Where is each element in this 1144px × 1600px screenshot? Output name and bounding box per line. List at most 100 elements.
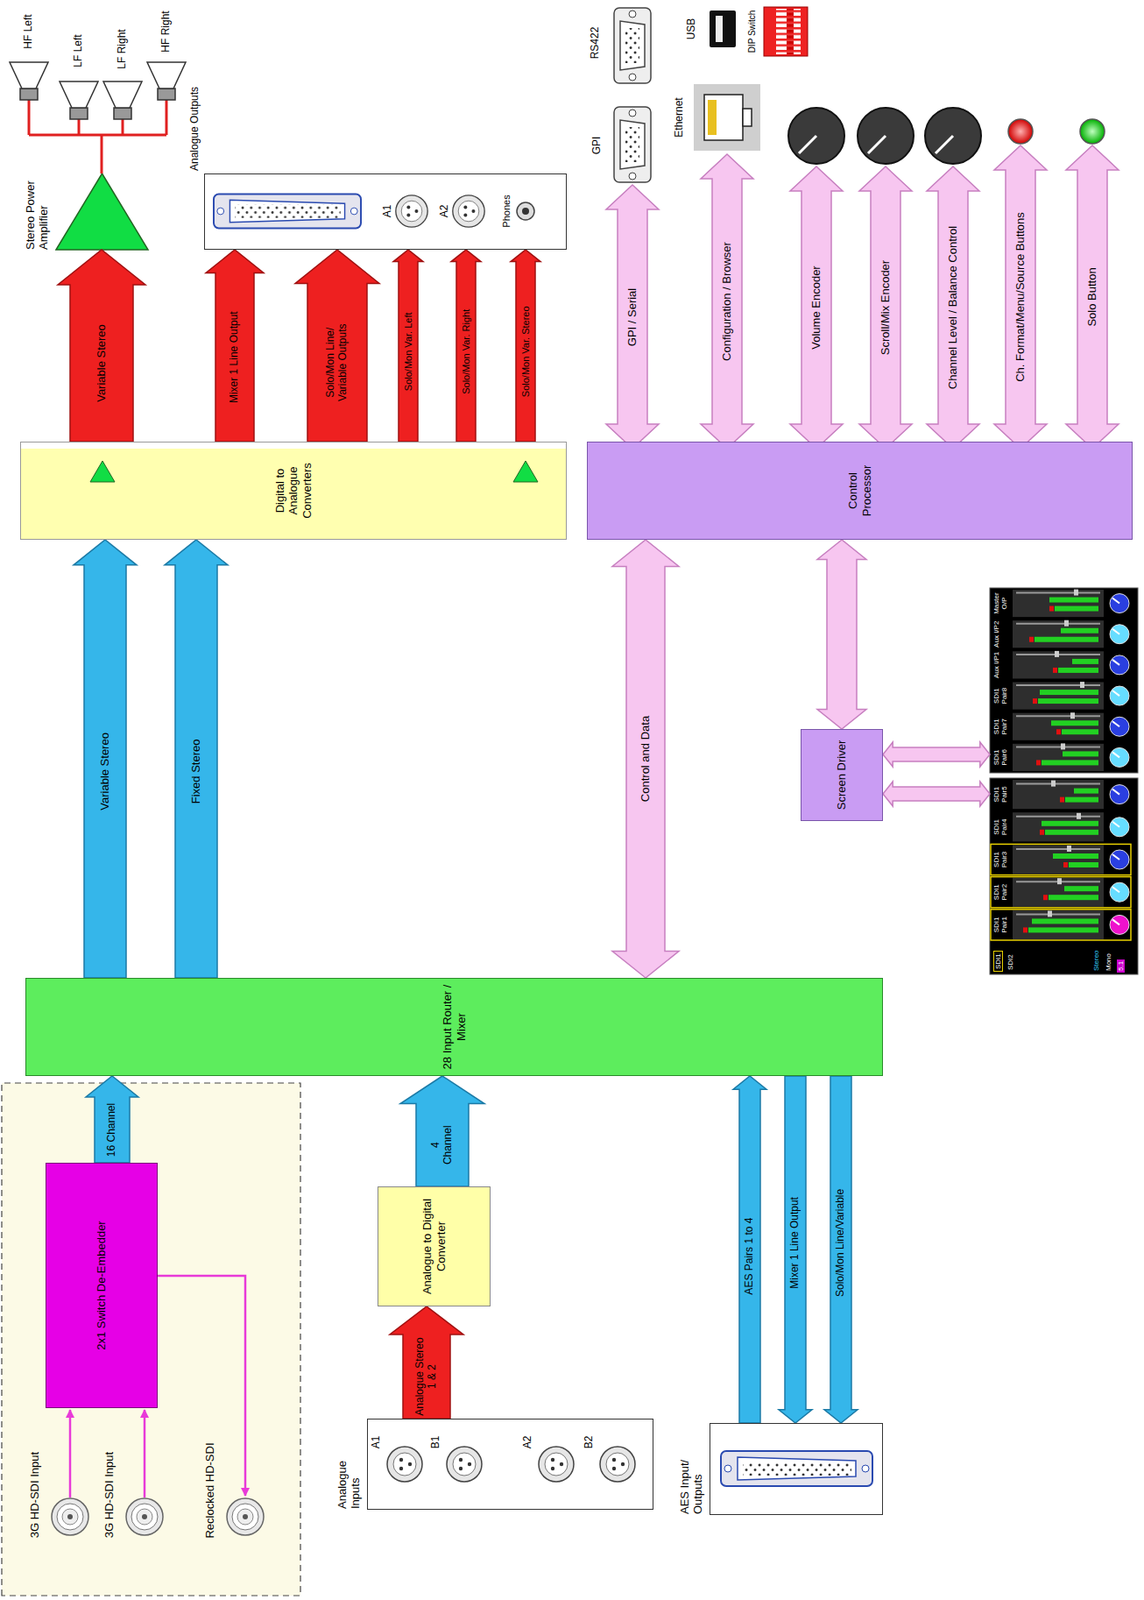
phones-jack — [522, 207, 530, 215]
meter-strip — [1109, 849, 1130, 869]
signal-arrow — [295, 249, 380, 442]
sdi-wire — [143, 1409, 147, 1498]
speaker-wire — [121, 119, 125, 135]
arrow-label: Solo/Mon Line/Variable — [834, 1078, 848, 1407]
meter-strip — [1109, 784, 1130, 805]
meter-strip — [1052, 667, 1058, 673]
control-arrow — [926, 166, 980, 449]
sdi-wire — [69, 1409, 72, 1498]
control-arrow — [606, 145, 1119, 449]
dip-switch — [763, 7, 808, 57]
arrow-label: Mixer 1 Line Output — [228, 275, 241, 439]
meter-strip — [1012, 681, 1104, 709]
meter-strip — [1012, 589, 1104, 617]
part-label: HF Left — [22, 14, 36, 49]
xlr-connector — [395, 195, 428, 227]
meter-strip — [1076, 812, 1081, 820]
bnc-connector — [226, 1497, 264, 1535]
meter-strip — [1112, 789, 1120, 795]
arrow-label: 16 Channel — [105, 1099, 119, 1160]
loudspeaker — [9, 62, 49, 89]
ethernet-port — [742, 108, 752, 127]
meter-strip — [990, 876, 1131, 908]
part-label: 3G HD-SDI Input — [28, 1451, 43, 1538]
meter-strip — [1066, 845, 1072, 852]
meter-strip — [1039, 689, 1099, 695]
signal-arrow — [57, 249, 146, 442]
part-label: B2 — [583, 1435, 596, 1449]
meter-strip — [1112, 628, 1120, 635]
meter-strip — [1109, 624, 1130, 644]
panel-heading: Analogue Outputs — [189, 65, 202, 171]
meter-strip — [1016, 745, 1101, 748]
signal-arrow — [451, 249, 481, 442]
db25-connector — [213, 194, 361, 229]
screen-body — [989, 777, 1138, 975]
meter-strip — [1041, 759, 1099, 765]
usb-port — [709, 10, 736, 48]
control-arrow — [606, 184, 659, 449]
box-label: Control Processor — [846, 442, 874, 539]
arrow-label: Variable Stereo — [98, 567, 113, 975]
part-label: A1 — [381, 204, 395, 219]
control-label: Solo Button — [1086, 267, 1100, 326]
part-label: Ethernet — [673, 97, 686, 137]
meter-strip — [1061, 728, 1099, 735]
meter-strip — [1062, 750, 1099, 756]
amplifier-symbol — [56, 173, 149, 250]
screen-label: SDI1 Pair4 — [992, 810, 1009, 843]
part-label: Phones — [501, 194, 513, 227]
dac-body — [513, 460, 538, 482]
meter-strip — [1016, 783, 1101, 785]
process-box: Screen Driver — [800, 728, 883, 821]
part-label: DIP Switch — [747, 10, 758, 54]
led-button — [1080, 119, 1105, 144]
meter-strip — [1080, 681, 1085, 688]
part-label: GPI — [591, 136, 604, 156]
meter-strip — [1012, 650, 1104, 678]
meter-strip — [990, 589, 1131, 940]
control-arrow — [994, 145, 1047, 449]
part-label: A1 — [370, 1435, 383, 1449]
speaker-wire — [77, 119, 81, 135]
ethernet-port — [693, 84, 761, 151]
process-box: Control Processor — [586, 441, 1133, 540]
amplifier-symbol — [56, 173, 149, 250]
part-label: B1 — [430, 1435, 443, 1449]
meter-strip — [1109, 685, 1130, 706]
screen-label: SDI2 — [1006, 952, 1015, 972]
meter-strip — [1112, 918, 1120, 925]
xlr-connector — [446, 1446, 482, 1482]
signal-arrow — [882, 741, 990, 767]
meter-strip — [1065, 797, 1099, 803]
xlr-connector — [452, 195, 485, 227]
screen-label: SDI1 Pair7 — [992, 711, 1009, 742]
bnc-connector — [51, 1497, 264, 1535]
meter-strip — [1012, 910, 1104, 940]
meter-strip — [1054, 650, 1060, 657]
screen-label: SDI1 — [993, 950, 1003, 972]
panel-heading: Analogue Inputs — [336, 1438, 363, 1509]
meter-strip — [1016, 847, 1101, 850]
meter-strip — [1034, 636, 1099, 643]
meter-strip — [1109, 747, 1130, 767]
meter-strip — [1048, 894, 1099, 900]
db9-connector — [614, 7, 651, 84]
screen-label: Aux I/P1 — [992, 649, 1001, 680]
db9-connector — [614, 106, 651, 183]
signal-arrow — [164, 539, 228, 978]
phones-jack — [516, 202, 535, 220]
part-label: HF Right — [160, 10, 173, 52]
led-button — [1008, 119, 1033, 144]
meter-strip — [1016, 622, 1101, 625]
meter-strip — [1112, 886, 1120, 892]
arrow-label: 4 Channel — [430, 1122, 455, 1167]
meter-strip — [1060, 742, 1066, 749]
dac-body — [90, 460, 115, 482]
arrow-label: Solo/Mon Var. Stereo — [520, 264, 532, 439]
speaker-wire — [28, 99, 167, 174]
process-box: Analogue to Digital Converter — [377, 1186, 491, 1307]
rotary-encoder — [798, 135, 954, 154]
meter-strip — [1016, 815, 1101, 818]
